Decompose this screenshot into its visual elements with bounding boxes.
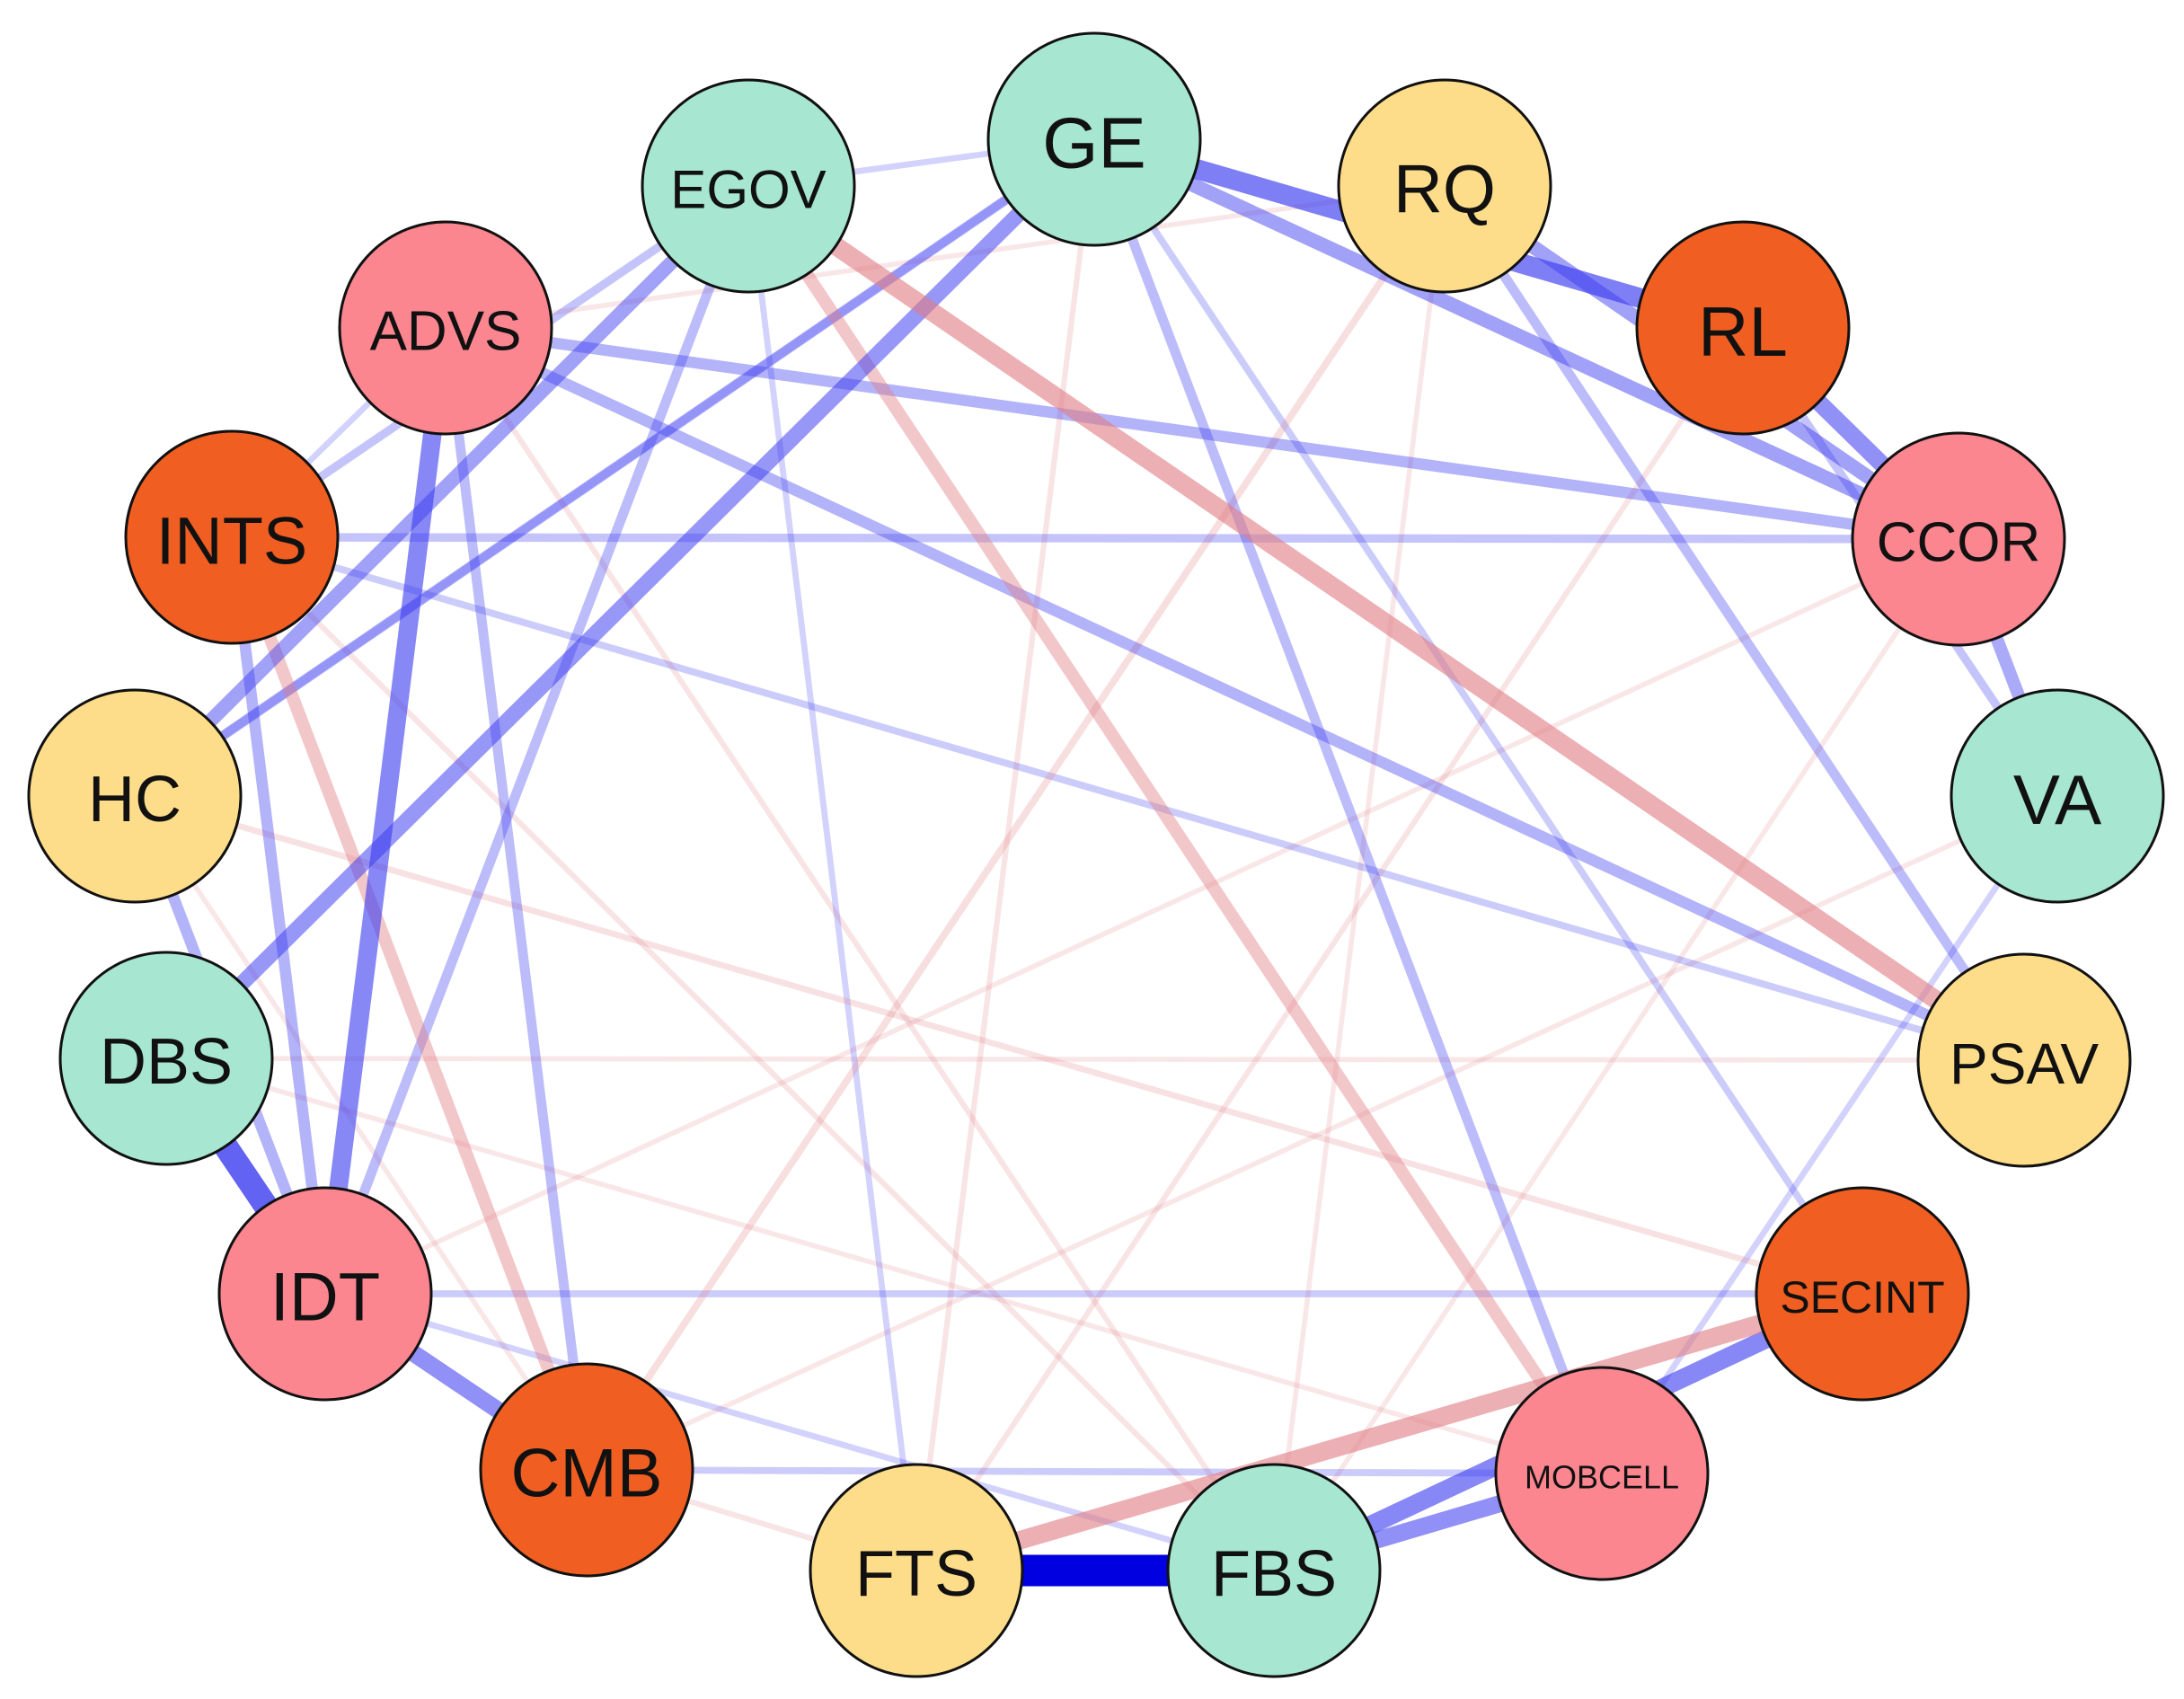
node-circle xyxy=(641,78,856,294)
node-label: CMB xyxy=(511,1436,663,1512)
node-circle xyxy=(809,1463,1024,1678)
node-advs: ADVS xyxy=(338,220,553,436)
edge-hc-cmb xyxy=(132,794,589,1472)
node-ints: INTS xyxy=(124,429,340,645)
edge-ccor-fbs xyxy=(1271,537,1961,1572)
node-label: INTS xyxy=(156,504,308,579)
edge-idt-fbs xyxy=(324,1290,1275,1574)
edge-fts-secint xyxy=(914,1285,1865,1580)
node-ccor: CCOR xyxy=(1851,431,2066,647)
node-circle xyxy=(1755,1186,1970,1402)
node-label: FBS xyxy=(1211,1538,1337,1610)
edge-ints-cmb xyxy=(225,535,593,1473)
node-circle xyxy=(1337,78,1552,294)
edge-ge-secint xyxy=(1091,137,1866,1296)
edge-egov-psav xyxy=(743,178,2029,1068)
edge-idt-advs xyxy=(315,326,455,1296)
edges-layer xyxy=(129,129,2064,1587)
node-fts: FTS xyxy=(809,1463,1024,1678)
node-idt: IDT xyxy=(217,1186,433,1402)
edge-advs-cmb xyxy=(440,327,592,1471)
edge-advs-ccor xyxy=(445,322,1959,545)
edge-hc-ge xyxy=(132,136,1097,800)
edge-cmb-mobcell xyxy=(586,1466,1603,1477)
node-dbs: DBS xyxy=(58,951,274,1166)
node-label: FTS xyxy=(855,1538,977,1610)
edge-hc-secint xyxy=(134,792,1863,1297)
edge-rq-fbs xyxy=(1271,185,1447,1571)
edge-ge-ccor xyxy=(1091,132,1962,546)
node-label: RQ xyxy=(1393,152,1496,228)
node-psav: PSAV xyxy=(1916,952,2132,1168)
node-circle xyxy=(1494,1366,1710,1581)
node-label: ADVS xyxy=(370,301,522,363)
edge-ints-psav xyxy=(230,534,2026,1064)
node-circle xyxy=(986,31,1202,247)
node-label: DBS xyxy=(100,1026,233,1098)
edge-dbs-mobcell xyxy=(165,1056,1603,1476)
node-label: SECINT xyxy=(1780,1272,1944,1323)
node-circle xyxy=(1635,220,1851,436)
node-label: CCOR xyxy=(1877,512,2041,574)
node-circle xyxy=(124,429,340,645)
edge-psav-dbs xyxy=(165,1056,2025,1063)
edge-rq-cmb xyxy=(583,183,1448,1473)
node-secint: SECINT xyxy=(1755,1186,1970,1402)
node-hc: HC xyxy=(27,688,243,904)
edge-egov-mobcell xyxy=(743,182,1607,1477)
edge-ccor-idt xyxy=(323,536,1960,1296)
node-va: VA xyxy=(1950,688,2165,904)
edge-va-mobcell xyxy=(1599,794,2060,1475)
edge-advs-psav xyxy=(443,323,2027,1066)
node-circle xyxy=(1916,952,2132,1168)
edge-rq-psav xyxy=(1440,182,2029,1064)
node-mobcell: MOBCELL xyxy=(1494,1366,1710,1581)
edge-advs-fbs xyxy=(443,326,1277,1572)
node-label: PSAV xyxy=(1950,1031,2099,1096)
node-label: IDT xyxy=(270,1260,380,1336)
node-label: GE xyxy=(1042,103,1146,183)
node-label: RL xyxy=(1698,292,1788,371)
edge-egov-hc xyxy=(129,181,754,801)
node-circle xyxy=(1851,431,2066,647)
node-circle xyxy=(217,1186,433,1402)
edge-ints-idt xyxy=(225,536,332,1295)
node-label: HC xyxy=(88,764,181,836)
node-circle xyxy=(27,688,243,904)
edge-ge-fts xyxy=(913,138,1098,1571)
nodes-layer: GE RQ RL CCOR VA PSAV SECINT MOBCELL FBS FTS CMB ID… xyxy=(27,31,2165,1678)
edge-ge-dbs xyxy=(160,133,1101,1065)
edge-rl-fts xyxy=(914,326,1746,1572)
node-ge: GE xyxy=(986,31,1202,247)
node-rl: RL xyxy=(1635,220,1851,436)
edge-ints-ccor xyxy=(231,533,1959,544)
node-circle xyxy=(338,220,553,436)
edge-ge-mobcell xyxy=(1089,137,1607,1475)
node-rq: RQ xyxy=(1337,78,1552,294)
edge-egov-fts xyxy=(745,185,920,1571)
node-cmb: CMB xyxy=(479,1362,694,1578)
node-label: VA xyxy=(2013,760,2101,839)
edge-egov-idt xyxy=(320,184,754,1296)
node-label: EGOV xyxy=(670,160,826,220)
node-circle xyxy=(1166,1463,1382,1678)
node-circle xyxy=(479,1362,694,1578)
edge-advs-rq xyxy=(445,183,1446,331)
node-egov: EGOV xyxy=(641,78,856,294)
edge-ge-hc xyxy=(131,135,1098,801)
node-label: MOBCELL xyxy=(1525,1459,1679,1496)
node-fbs: FBS xyxy=(1166,1463,1382,1678)
node-circle xyxy=(1950,688,2165,904)
node-circle xyxy=(58,951,274,1166)
